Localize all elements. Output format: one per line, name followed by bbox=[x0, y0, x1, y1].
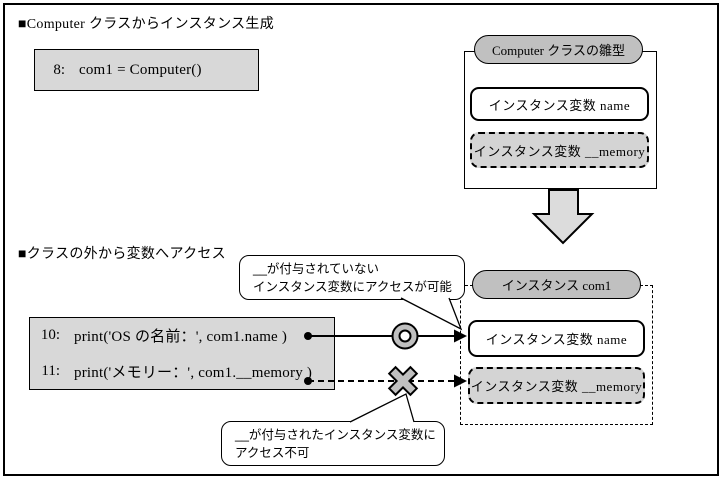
diagram-canvas: ■Computer クラスからインスタンス生成 8: com1 = Comput… bbox=[3, 3, 719, 476]
instance-title-pill: インスタンス com1 bbox=[472, 270, 641, 299]
class-template-title-pill: Computer クラスの雛型 bbox=[474, 35, 643, 64]
template-var-memory-box: インスタンス変数 __memory bbox=[470, 132, 649, 168]
callout-allowed-line2: インスタンス変数にアクセスが可能 bbox=[253, 280, 452, 294]
big-down-arrow-icon bbox=[531, 189, 595, 245]
callout-denied-line2: アクセス不可 bbox=[235, 446, 310, 460]
instance-var-memory-box: インスタンス変数 __memory bbox=[468, 367, 645, 404]
code-line-number: 11: bbox=[41, 362, 60, 379]
code-line-number: 8: bbox=[53, 61, 65, 78]
circle-ok-mark-icon bbox=[391, 322, 419, 350]
code-line-text: com1 = Computer() bbox=[79, 61, 202, 78]
circle-ok-mark-inner bbox=[398, 329, 412, 343]
code-line-number: 10: bbox=[40, 327, 60, 344]
callout-allowed-tail bbox=[400, 297, 463, 331]
x-ng-mark-icon bbox=[387, 365, 419, 397]
code-box-create: 8: com1 = Computer() bbox=[34, 49, 259, 91]
callout-denied-tail bbox=[349, 393, 415, 423]
code-line: 8: com1 = Computer() bbox=[35, 62, 202, 79]
section-heading-access-variables: ■クラスの外から変数へアクセス bbox=[18, 247, 226, 262]
callout-access-denied: __が付与されたインスタンス変数に アクセス不可 bbox=[221, 421, 445, 466]
code-line: 11: print('メモリー：', com1.__memory ) bbox=[30, 354, 334, 390]
code-line-text: print('メモリー：', com1.__memory ) bbox=[74, 364, 313, 381]
section-heading-create-instance: ■Computer クラスからインスタンス生成 bbox=[18, 17, 275, 32]
code-line: 10: print('OS の名前：', com1.name ) bbox=[30, 318, 334, 354]
callout-access-allowed: __が付与されていない インスタンス変数にアクセスが可能 bbox=[239, 255, 465, 300]
callout-allowed-line1: __が付与されていない bbox=[253, 262, 380, 276]
instance-var-name-box: インスタンス変数 name bbox=[468, 320, 645, 357]
callout-denied-line1: __が付与されたインスタンス変数に bbox=[235, 428, 436, 442]
code-box-access: 10: print('OS の名前：', com1.name ) 11: pri… bbox=[29, 317, 335, 390]
code-line-text: print('OS の名前：', com1.name ) bbox=[74, 329, 288, 346]
template-var-name-box: インスタンス変数 name bbox=[470, 87, 649, 121]
